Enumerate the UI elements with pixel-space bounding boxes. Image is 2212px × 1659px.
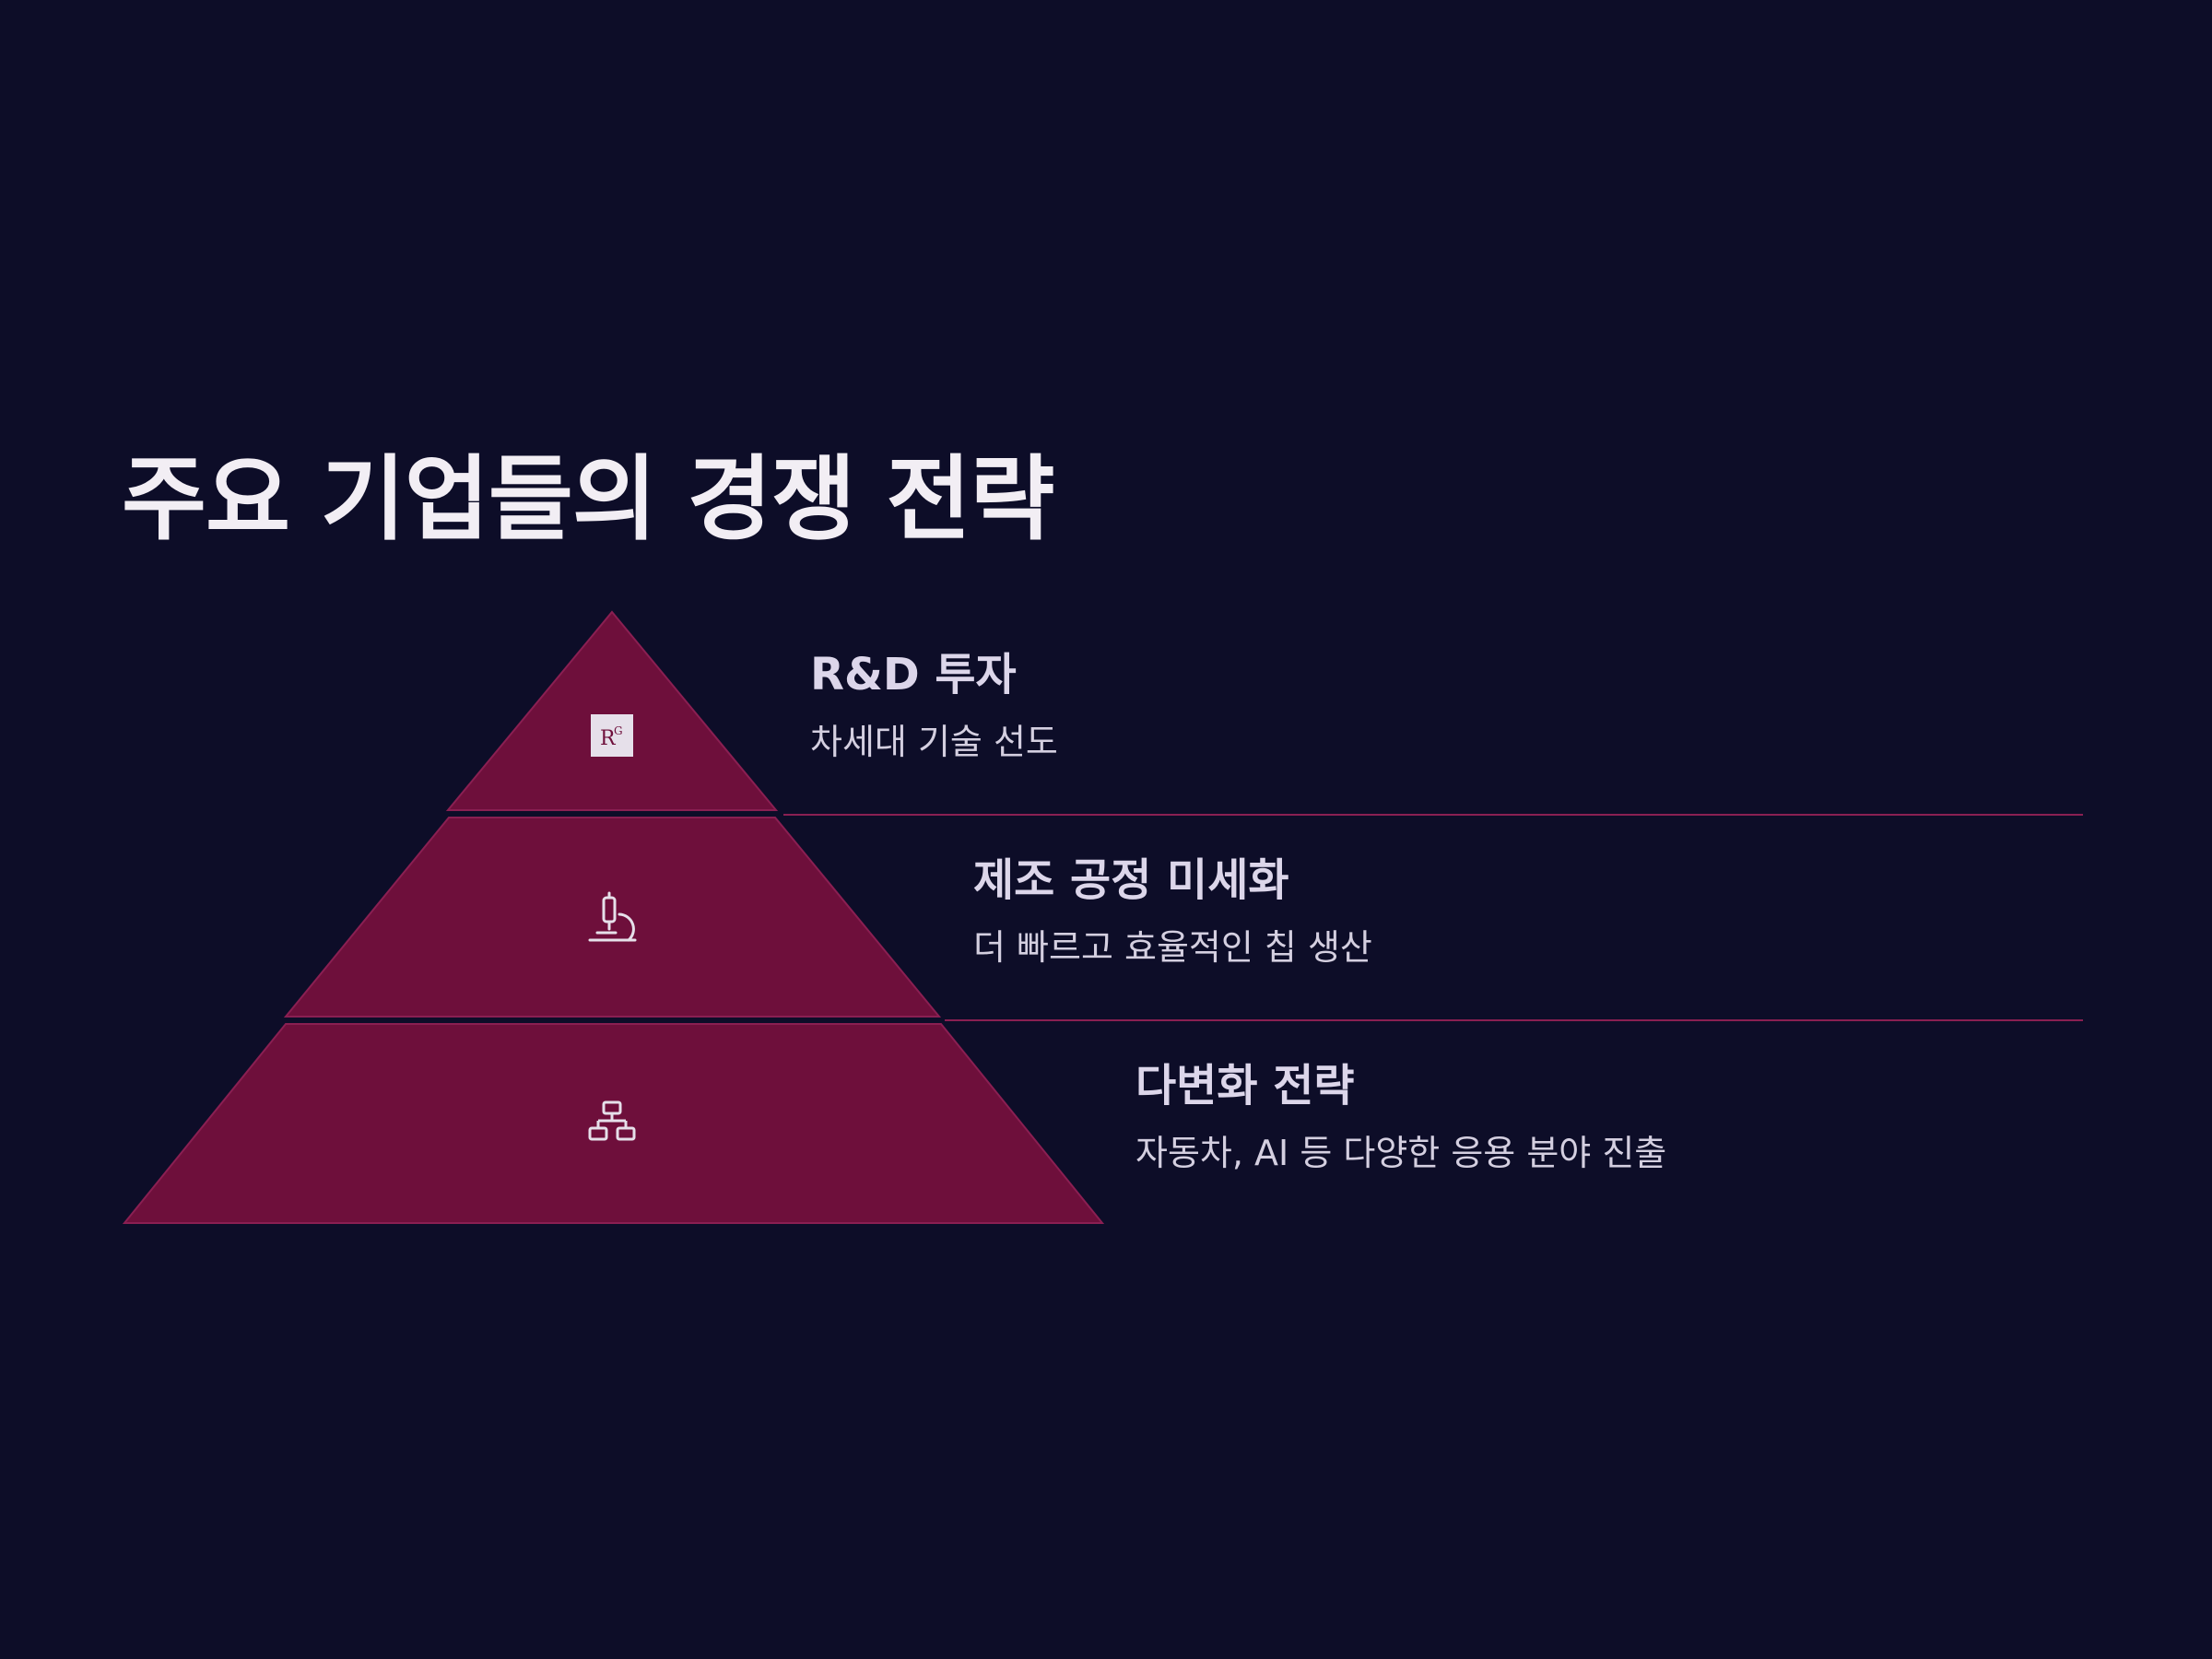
level-3-heading: 다변화 전략 (1135, 1060, 1355, 1112)
network-hierarchy-icon (588, 1100, 636, 1141)
pyramid-tier-2 (283, 817, 942, 1018)
microscope-icon (588, 891, 637, 942)
level-1-heading: R&D 투자 (810, 649, 1017, 700)
level-1-text: R&D 투자 차세대 기술 선도 (810, 649, 1058, 759)
level-2-heading: 제조 공정 미세화 (973, 854, 1289, 906)
research-gate-icon: R G (591, 714, 633, 757)
level-3-text: 다변화 전략 자동차, AI 등 다양한 응용 분야 진출 (1135, 1060, 1666, 1171)
level-3-description: 자동차, AI 등 다양한 응용 분야 진출 (1135, 1133, 1667, 1173)
pyramid-tier-1 (445, 610, 779, 811)
svg-text:R: R (600, 727, 617, 750)
svg-text:G: G (614, 724, 623, 737)
page-title: 주요 기업들의 경쟁 전략 (122, 445, 1054, 553)
level-2-text: 제조 공정 미세화 더 빠르고 효율적인 칩 생산 (973, 854, 1372, 965)
level-2-description: 더 빠르고 효율적인 칩 생산 (973, 927, 1372, 968)
pyramid-tier-3 (122, 1023, 1105, 1224)
level-1-description: 차세대 기술 선도 (810, 722, 1058, 762)
